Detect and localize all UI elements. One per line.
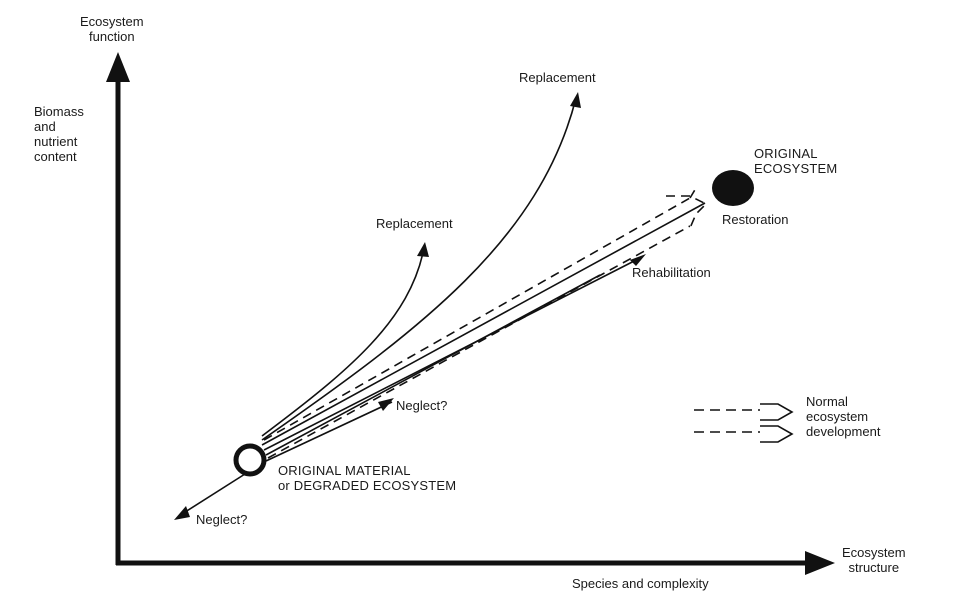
x-axis-subtitle: Species and complexity [572,576,709,591]
y-axis-subtitle-line2: and [34,119,56,134]
x-axis-title: Ecosystem structure [842,545,906,575]
original-ecosystem-node [712,170,754,206]
replacement-high-curve [261,97,577,441]
replacement-low-label: Replacement [376,216,453,231]
y-axis-title-line2: function [89,29,135,44]
legend-label-line1: Normal [806,394,848,409]
legend-dashed-arrows [694,403,794,443]
y-axis-subtitle-line3: nutrient [34,134,78,149]
restoration-label: Restoration [722,212,789,227]
original-ecosystem-label-line2: ECOSYSTEM [754,161,838,176]
replacement-low-arrowhead [417,242,429,257]
y-axis [106,52,130,565]
original-ecosystem-label: ORIGINAL ECOSYSTEM [754,146,837,176]
y-axis-title-line1: Ecosystem [80,14,144,29]
y-axis-subtitle-line1: Biomass [34,104,84,119]
neglect-mid-arrowhead [378,398,394,411]
replacement-high-arrowhead [570,92,581,108]
y-axis-subtitle-line4: content [34,149,77,164]
neglect-low-line [181,473,246,515]
legend-label-line3: development [806,424,881,439]
replacement-high-label: Replacement [519,70,596,85]
replacement-low-curve [261,247,425,437]
legend-label-line2: ecosystem [806,409,869,424]
original-ecosystem-label-line1: ORIGINAL [754,146,818,161]
rehabilitation-label: Rehabilitation [632,265,711,280]
legend-label: Normal ecosystem development [806,394,880,439]
degraded-label-line2: or DEGRADED ECOSYSTEM [278,478,457,493]
neglect-low-label: Neglect? [196,512,248,527]
x-axis-title-line2: structure [848,560,900,575]
x-axis-title-line1: Ecosystem [842,545,906,560]
x-axis [116,551,835,575]
rehabilitation-arrowhead [630,254,646,266]
neglect-mid-label: Neglect? [396,398,448,413]
neglect-low-arrowhead [174,506,190,520]
degraded-label-line1: ORIGINAL MATERIAL [278,463,411,478]
y-axis-title: Ecosystem function [80,14,144,44]
rehabilitation-lines [261,202,706,462]
restoration-dashed-paths [263,187,708,459]
y-axis-subtitle: Biomass and nutrient content [34,104,84,164]
degraded-ecosystem-label: ORIGINAL MATERIAL or DEGRADED ECOSYSTEM [278,463,456,493]
degraded-ecosystem-node [233,443,267,477]
